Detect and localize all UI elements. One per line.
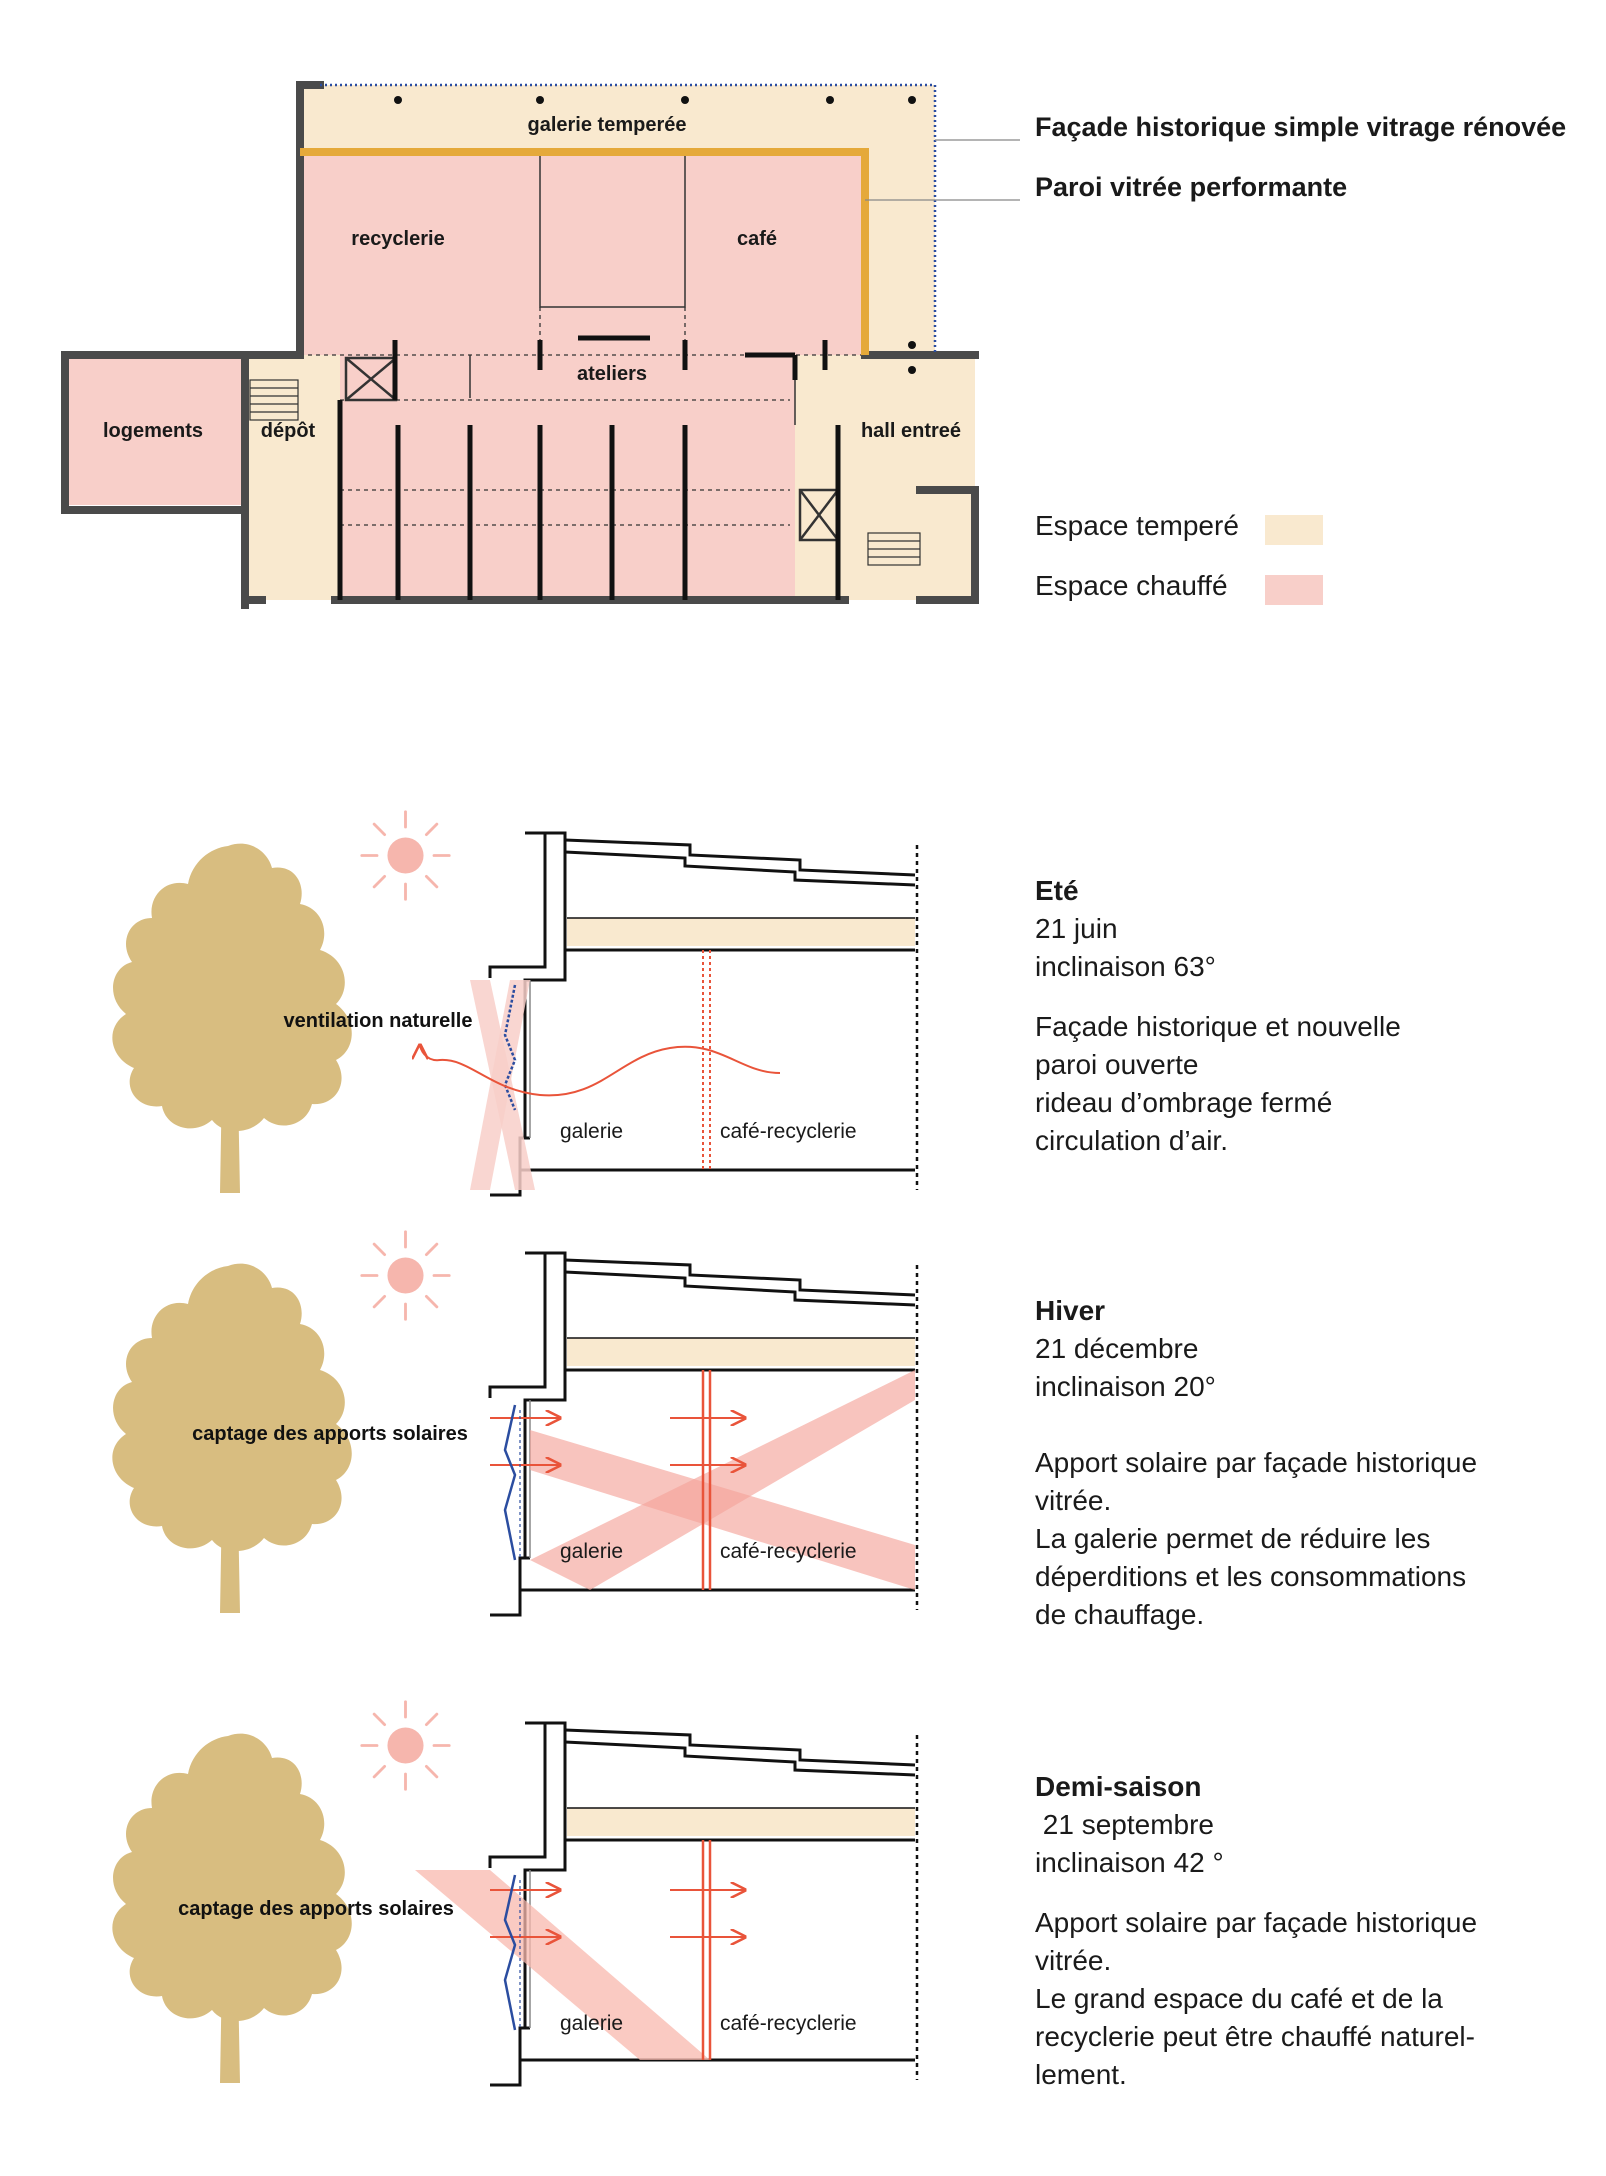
room-depot: dépôt [261, 420, 316, 442]
label-galerie: galerie [560, 1540, 623, 1563]
floor-plan: galerie temperée recyclerie café atelier… [61, 81, 1323, 609]
label-galerie: galerie [560, 1120, 623, 1143]
season-summer-text: Eté 21 juin inclinaison 63° Façade histo… [1035, 872, 1555, 1160]
season-title: Demi-saison [1035, 1771, 1202, 1802]
season-midseason-text: Demi-saison 21 septembre inclinaison 42 … [1035, 1768, 1555, 2094]
season-winter-text: Hiver 21 décembre inclinaison 20° Apport… [1035, 1292, 1555, 1634]
sun-icon [360, 810, 451, 901]
season-desc-line: vitrée. [1035, 1945, 1112, 1976]
season-desc-line: déperditions et les consommations [1035, 1561, 1467, 1592]
sun-icon [360, 1230, 451, 1321]
season-desc-line: rideau d’ombrage fermé [1035, 1087, 1333, 1118]
room-ateliers: ateliers [577, 363, 647, 385]
season-title: Eté [1035, 875, 1079, 906]
legend-tempered-label: Espace temperé [1035, 510, 1239, 541]
room-cafe: café [737, 228, 777, 250]
section-midseason: captage des apports solaires galerie caf… [112, 1700, 919, 2087]
season-inclination: inclinaison 20° [1035, 1371, 1216, 1402]
season-date: 21 juin [1035, 913, 1118, 944]
room-recyclerie: recyclerie [351, 228, 444, 250]
season-inclination: inclinaison 63° [1035, 951, 1216, 982]
season-desc-line: Apport solaire par façade historique [1035, 1907, 1478, 1938]
season-desc-line: recyclerie peut être chauffé naturel- [1035, 2021, 1475, 2052]
season-desc-line: vitrée. [1035, 1485, 1112, 1516]
label-cafe: café-recyclerie [720, 1120, 857, 1143]
season-desc-line: de chauffage. [1035, 1599, 1205, 1630]
season-desc-line: Le grand espace du café et de la [1035, 1983, 1443, 2014]
season-date: 21 septembre [1035, 1809, 1214, 1840]
legend-heated-label: Espace chauffé [1035, 570, 1228, 601]
season-inclination: inclinaison 42 ° [1035, 1847, 1224, 1878]
season-desc-line: circulation d’air. [1035, 1125, 1228, 1156]
legend-swatch-tempered [1265, 515, 1323, 545]
callout-paroi: Paroi vitrée performante [1035, 172, 1348, 202]
legend-swatch-heated [1265, 575, 1323, 605]
section-tag: captage des apports solaires [192, 1423, 468, 1445]
section-tag: captage des apports solaires [178, 1898, 454, 1920]
season-desc-line: lement. [1035, 2059, 1127, 2090]
season-desc-line: Façade historique et nouvelle [1035, 1011, 1401, 1042]
section-winter: captage des apports solaires galerie caf… [112, 1230, 919, 1617]
callout-facade: Façade historique simple vitrage rénovée [1035, 112, 1567, 142]
section-tag: ventilation naturelle [284, 1010, 473, 1032]
season-desc-line: Apport solaire par façade historique [1035, 1447, 1478, 1478]
room-galerie: galerie temperée [528, 114, 687, 136]
season-desc-line: paroi ouverte [1035, 1049, 1199, 1080]
label-cafe: café-recyclerie [720, 2012, 857, 2035]
season-desc-line: La galerie permet de réduire les [1035, 1523, 1431, 1554]
sun-icon [360, 1700, 451, 1791]
label-galerie: galerie [560, 2012, 623, 2035]
room-hall: hall entreé [861, 420, 961, 442]
label-cafe: café-recyclerie [720, 1540, 857, 1563]
section-summer: ventilation naturelle galerie café-recyc… [112, 810, 919, 1197]
season-date: 21 décembre [1035, 1333, 1199, 1364]
season-title: Hiver [1035, 1295, 1106, 1326]
room-logements: logements [103, 420, 203, 442]
